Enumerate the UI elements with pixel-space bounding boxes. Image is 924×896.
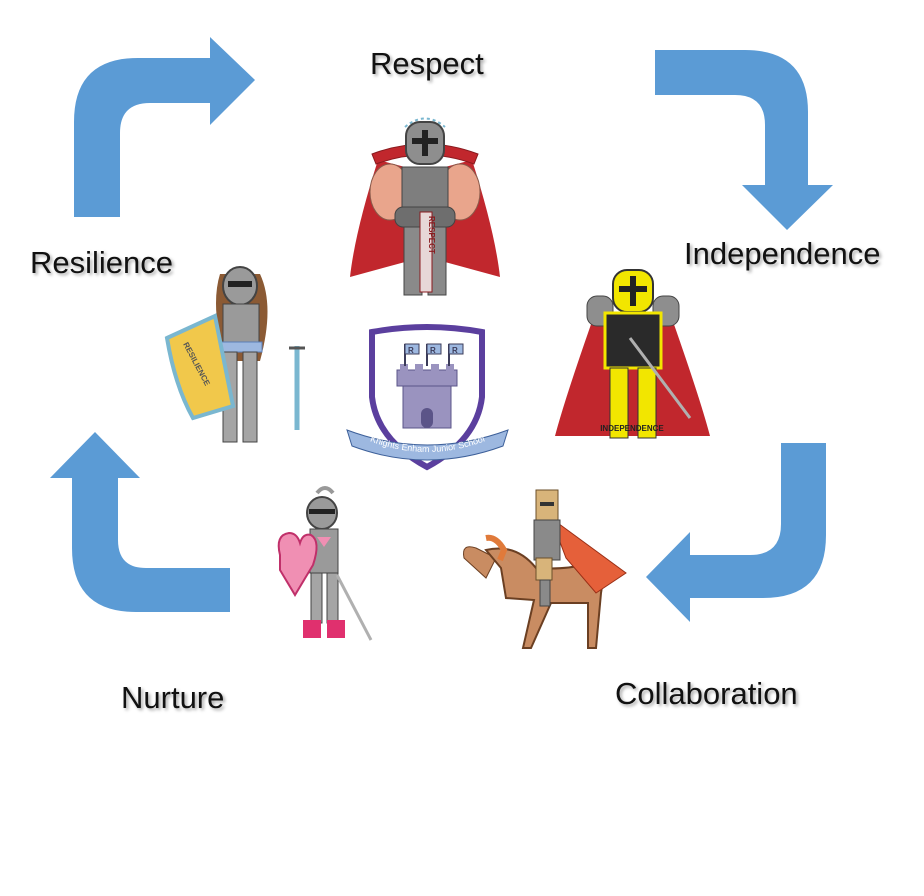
arrow-bottom-left — [50, 432, 230, 612]
label-respect: Respect — [370, 46, 484, 81]
arrow-top-left — [74, 37, 255, 217]
label-nurture: Nurture — [121, 680, 225, 715]
crest-flag-letter-1: R — [408, 346, 414, 355]
respect-knight-icon: RESPECT — [350, 117, 500, 296]
label-resilience: Resilience — [30, 245, 174, 280]
crest-flag-letter-2: R — [430, 346, 436, 355]
independence-banner: INDEPENDENCE — [600, 424, 664, 433]
resilience-knight-icon: RESILIENCE — [164, 266, 305, 443]
arrow-bottom-right — [646, 443, 826, 622]
nurture-knight-icon — [277, 486, 373, 641]
collaboration-knight-horse-icon — [463, 489, 627, 649]
respect-banner: RESPECT — [427, 216, 436, 254]
arrow-top-right — [655, 50, 833, 230]
label-independence: Independence — [684, 236, 881, 271]
crest-flag-letter-3: R — [452, 346, 458, 355]
label-collaboration: Collaboration — [615, 676, 798, 711]
school-crest-icon: R R R Knights Enham Junior School — [346, 324, 509, 471]
independence-knight-icon: INDEPENDENCE — [555, 269, 710, 439]
